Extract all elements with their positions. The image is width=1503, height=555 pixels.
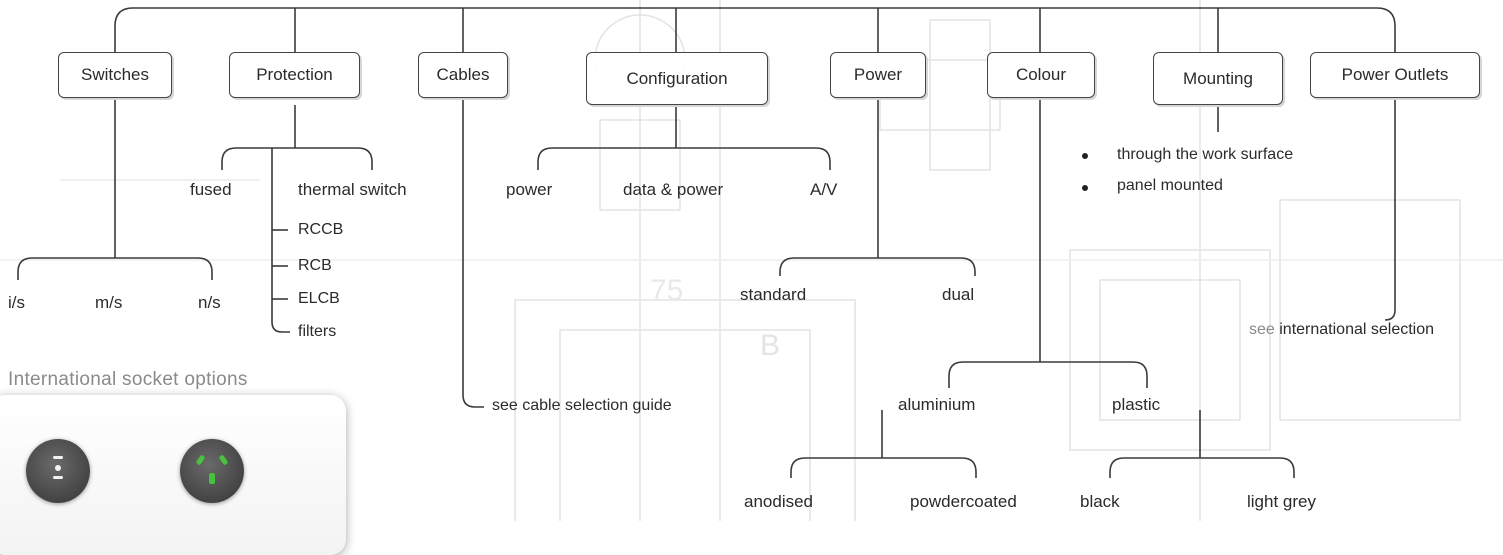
configuration-option-power: power — [506, 180, 553, 199]
protection-sub-rccb: RCCB — [298, 221, 344, 238]
protection-option-thermal-switch: thermal switch — [298, 180, 407, 199]
colour-option-plastic: plastic — [1112, 395, 1161, 414]
switch-option-ns: n/s — [198, 293, 221, 312]
category-power-outlets[interactable]: Power Outlets — [1310, 52, 1480, 98]
protection-option-fused: fused — [190, 180, 232, 199]
category-switches[interactable]: Switches — [58, 52, 172, 98]
category-mounting[interactable]: Mounting — [1153, 52, 1283, 105]
category-configuration[interactable]: Configuration — [586, 52, 768, 105]
configuration-option-data-power: data & power — [623, 180, 724, 199]
category-cables[interactable]: Cables — [418, 52, 508, 98]
socket-round-icon[interactable] — [26, 439, 90, 503]
mounting-option-through-surface: through the work surface — [1117, 146, 1294, 163]
category-power[interactable]: Power — [830, 52, 926, 98]
colour-option-aluminium: aluminium — [898, 395, 976, 414]
protection-sub-elcb: ELCB — [298, 290, 340, 307]
category-protection[interactable]: Protection — [229, 52, 360, 98]
category-colour[interactable]: Colour — [987, 52, 1095, 98]
bullet-icon — [1082, 185, 1088, 191]
plastic-colour-black: black — [1080, 492, 1120, 511]
aluminium-finish-anodised: anodised — [744, 492, 814, 511]
mounting-option-panel-mounted: panel mounted — [1117, 177, 1223, 194]
power-option-standard: standard — [740, 285, 807, 304]
socket-au-icon[interactable] — [180, 439, 244, 503]
bullet-icon — [1082, 153, 1088, 159]
protection-sub-filters: filters — [298, 323, 337, 340]
aluminium-finish-powdercoated: powdercoated — [910, 492, 1017, 511]
socket-options-panel — [0, 395, 346, 555]
protection-sub-rcb: RCB — [298, 257, 332, 274]
international-socket-title: International socket options — [8, 369, 248, 390]
switch-option-ms: m/s — [95, 293, 123, 312]
configuration-option-av: A/V — [810, 180, 838, 199]
switch-option-is: i/s — [8, 293, 25, 312]
power-outlets-note[interactable]: see international selection — [1249, 321, 1434, 339]
plastic-colour-light-grey: light grey — [1247, 492, 1316, 511]
note-link[interactable]: international selection — [1279, 321, 1435, 338]
top-bus-line — [114, 7, 1396, 52]
note-prefix: see — [1249, 321, 1275, 338]
svg-text:75: 75 — [650, 274, 683, 307]
svg-text:B: B — [760, 329, 780, 362]
cables-note[interactable]: see cable selection guide — [492, 397, 672, 414]
power-option-dual: dual — [942, 285, 975, 304]
tree-connectors — [17, 7, 1396, 478]
